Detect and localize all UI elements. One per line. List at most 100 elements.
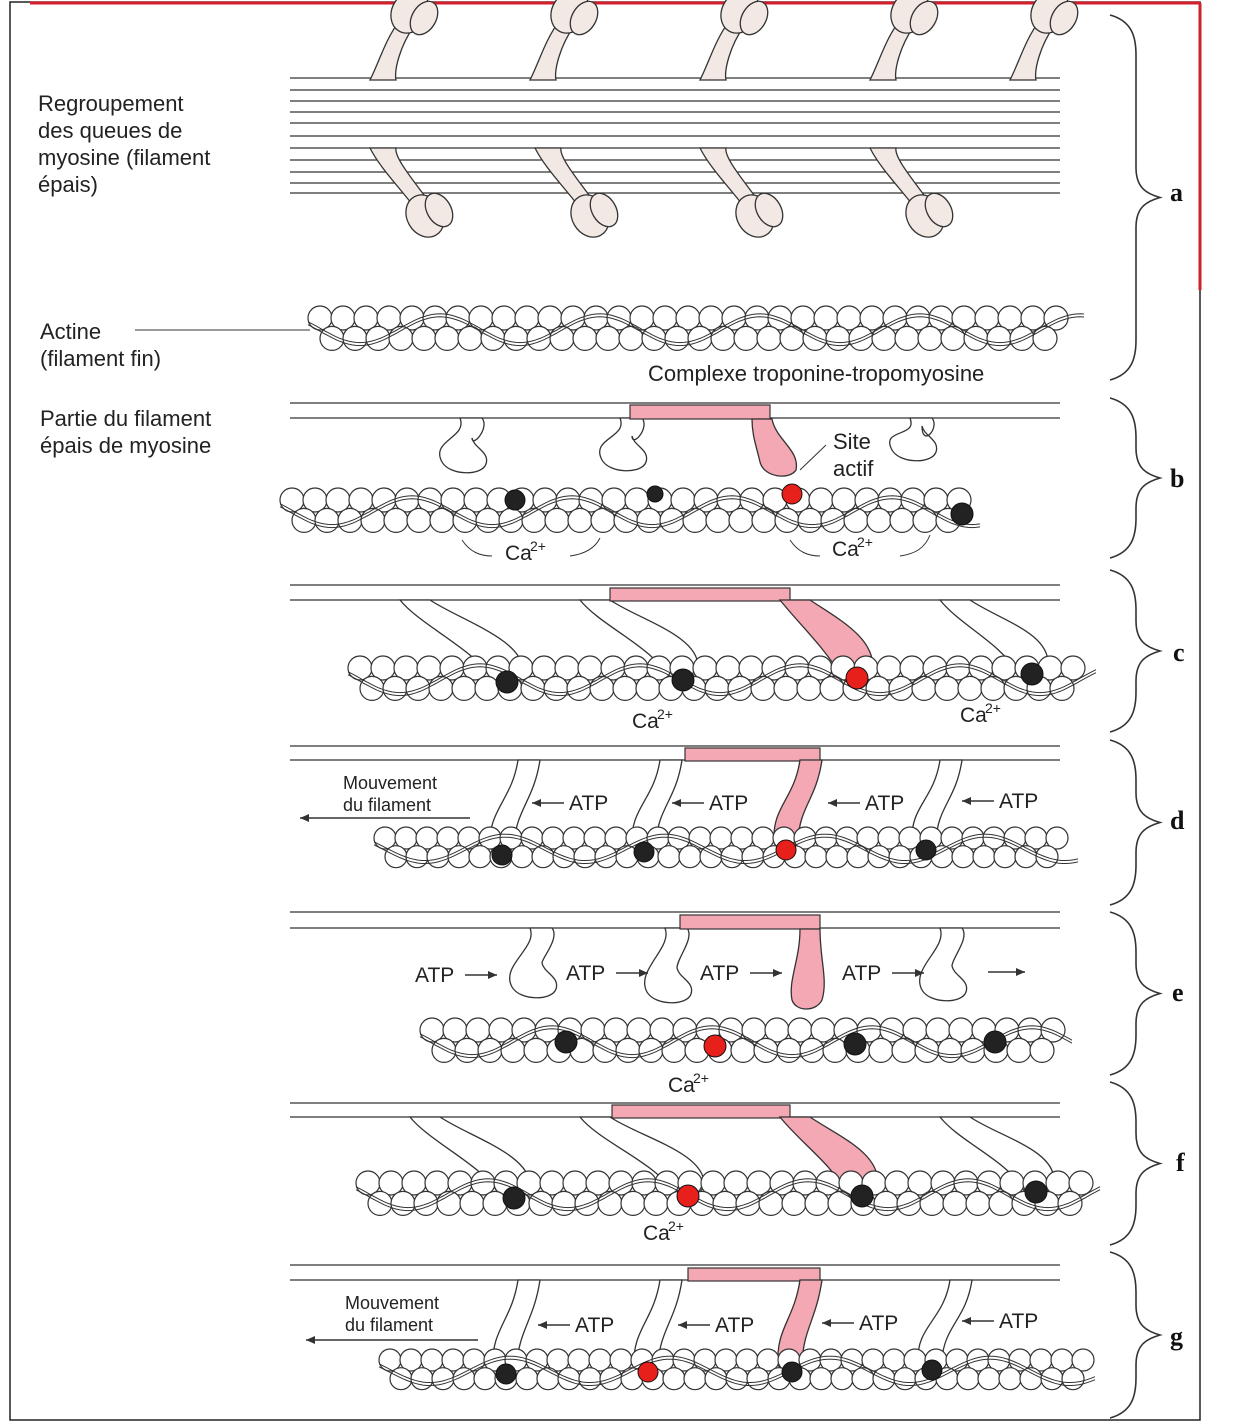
binding-site-marker	[851, 1185, 873, 1207]
actin-bead	[869, 1038, 893, 1062]
actin-bead	[684, 1368, 706, 1390]
actin-bead	[895, 326, 919, 350]
atp-label: ATP	[842, 962, 881, 985]
panel-letter-e: e	[1172, 978, 1184, 1008]
actin-bead	[867, 508, 891, 532]
actin-bead	[1007, 1038, 1031, 1062]
actin-bead	[966, 1191, 990, 1215]
calcium-label: Ca2+	[632, 706, 673, 733]
atp-label: ATP	[415, 964, 454, 987]
panel-letter-d: d	[1170, 806, 1184, 836]
binding-site-marker	[916, 840, 936, 860]
actin-bead	[920, 1191, 944, 1215]
actin-bead	[844, 508, 868, 532]
actin-bead	[504, 326, 528, 350]
movement-arrow-head	[306, 1336, 315, 1344]
actin-bead	[782, 1191, 806, 1215]
actin-filament	[280, 488, 980, 532]
calcium-superscript: 2+	[530, 538, 546, 554]
actin-bead	[999, 1368, 1021, 1390]
actin-bead	[1015, 846, 1037, 868]
actin-bead	[1050, 676, 1074, 700]
actin-bead	[890, 508, 914, 532]
actin-bead	[679, 846, 701, 868]
actin-bead	[315, 508, 339, 532]
actin-bead	[412, 326, 436, 350]
atp-label: ATP	[566, 962, 605, 985]
calcium-text: Ca	[668, 1074, 695, 1097]
actin-bead	[524, 1038, 548, 1062]
actin-bead	[797, 676, 821, 700]
highlighted-tail-segment	[680, 915, 820, 929]
actin-bead	[828, 1191, 852, 1215]
actin-bead	[713, 1191, 737, 1215]
braces	[1110, 15, 1160, 1418]
highlighted-myosin-head	[791, 929, 824, 1009]
panel-brace	[1110, 1252, 1160, 1418]
actin-bead	[475, 676, 499, 700]
actin-bead	[1041, 1368, 1063, 1390]
binding-site-marker	[496, 671, 518, 693]
movement-label-g: Mouvement du filament	[345, 1292, 439, 1336]
actin-bead	[552, 1191, 576, 1215]
movement-arrow-head	[300, 814, 309, 822]
actin-bead	[912, 676, 936, 700]
binding-site-marker	[922, 1360, 942, 1380]
actin-bead	[777, 1038, 801, 1062]
actin-bead	[852, 1368, 874, 1390]
actin-bead	[987, 326, 1011, 350]
calcium-arrow	[900, 535, 930, 556]
binding-site-marker	[1021, 663, 1043, 685]
calcium-superscript: 2+	[857, 534, 873, 550]
actin-filament	[379, 1349, 1095, 1390]
calcium-text: Ca	[632, 710, 659, 733]
atp-arrow-head	[822, 1319, 831, 1327]
actin-bead	[574, 846, 596, 868]
actin-bead	[941, 326, 965, 350]
actin-bead	[429, 676, 453, 700]
atp-arrow-head	[828, 799, 837, 807]
actin-bead	[757, 326, 781, 350]
actin-bead	[747, 1368, 769, 1390]
panel-letter-b: b	[1170, 464, 1184, 494]
actin-bead	[872, 326, 896, 350]
actin-bead	[935, 676, 959, 700]
panel-brace	[1110, 1082, 1160, 1245]
myosin-head	[600, 418, 647, 471]
actin-bead	[343, 326, 367, 350]
atp-label: ATP	[715, 1314, 754, 1337]
actin-bead	[938, 1038, 962, 1062]
actin-bead	[658, 846, 680, 868]
actin-bead	[435, 326, 459, 350]
binding-site-marker	[503, 1187, 525, 1209]
atp-arrow-head	[672, 799, 681, 807]
actin-bead	[407, 508, 431, 532]
actin-bead	[455, 1038, 479, 1062]
actin-bead	[1010, 326, 1034, 350]
calcium-superscript: 2+	[985, 700, 1001, 716]
actin-label: Actine (filament fin)	[40, 318, 161, 372]
atp-arrow-head	[488, 971, 497, 979]
release-arrow-head	[1016, 968, 1025, 976]
actin-bead	[637, 508, 661, 532]
actin-bead	[616, 1038, 640, 1062]
atp-label: ATP	[999, 1310, 1038, 1333]
atp-arrow-head	[538, 1321, 547, 1329]
actin-bead	[889, 846, 911, 868]
actin-bead	[729, 508, 753, 532]
actin-bead	[476, 508, 500, 532]
actin-bead	[803, 326, 827, 350]
panel-b: Ca2+Ca2+	[280, 403, 1060, 565]
actin-bead	[831, 1368, 853, 1390]
actin-bead	[706, 508, 730, 532]
actin-bead	[978, 1368, 1000, 1390]
actin-bead	[994, 846, 1016, 868]
binding-site-marker	[984, 1031, 1006, 1053]
actin-bead	[958, 676, 982, 700]
panel-brace	[1110, 912, 1160, 1075]
actin-filament	[348, 656, 1096, 700]
actin-bead	[591, 508, 615, 532]
binding-site-marker	[1025, 1181, 1047, 1203]
actin-bead	[501, 1038, 525, 1062]
